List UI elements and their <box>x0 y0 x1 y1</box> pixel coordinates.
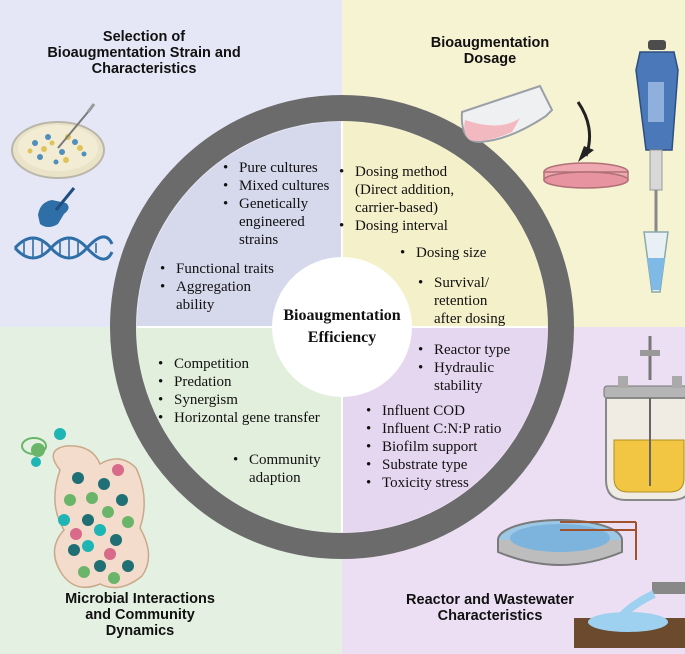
list-item: Genetically engineered strains <box>223 195 343 249</box>
outer-ring <box>110 95 574 559</box>
list-item: Dosing size <box>400 244 520 262</box>
microbes-cluster-icon <box>21 428 150 589</box>
community-adaption-list: Community adaption <box>233 451 343 487</box>
list-item: Aggregation ability <box>160 278 310 314</box>
microbial-interactions-title: Microbial Interactions and Community Dyn… <box>65 591 215 639</box>
bioreactor-icon <box>603 336 685 501</box>
reactor-type-list: Reactor typeHydraulic stability <box>418 341 558 395</box>
list-item: Influent COD <box>366 402 541 420</box>
flask-icon <box>460 84 594 162</box>
dna-icon <box>13 235 114 261</box>
wastewater-list: Influent CODInfluent C:N:P ratioBiofilm … <box>366 402 541 492</box>
list-item: Pure cultures <box>223 159 343 177</box>
list-item: Synergism <box>158 391 358 409</box>
list-item: Dosing method (Direct addition, carrier-… <box>339 163 514 217</box>
center-title: Bioaugmentation Efficiency <box>270 305 414 349</box>
list-item: Substrate type <box>366 456 541 474</box>
list-item: Dosing interval <box>339 217 514 235</box>
dosing-method-list: Dosing method (Direct addition, carrier-… <box>339 163 514 235</box>
list-item: Influent C:N:P ratio <box>366 420 541 438</box>
center-title-text: Bioaugmentation Efficiency <box>283 307 401 346</box>
list-item: Horizontal gene transfer <box>158 409 358 427</box>
outfall-pipe-icon <box>574 582 685 648</box>
interaction-list: CompetitionPredationSynergismHorizontal … <box>158 355 358 427</box>
list-item: Competition <box>158 355 358 373</box>
dosing-size-list: Dosing size <box>400 244 520 262</box>
list-item: Survival/ retention after dosing <box>418 274 528 328</box>
petri-dish-icon <box>11 103 105 179</box>
strain-trait-list: Functional traitsAggregation ability <box>160 260 310 314</box>
reactor-wastewater-title: Reactor and Wastewater Characteristics <box>406 592 574 624</box>
list-item: Predation <box>158 373 358 391</box>
list-item: Functional traits <box>160 260 310 278</box>
strain-selection-title: Selection of Bioaugmentation Strain and … <box>47 29 241 77</box>
pipette-icon <box>635 40 679 293</box>
strain-type-list: Pure culturesMixed culturesGenetically e… <box>223 159 343 249</box>
list-item: Hydraulic stability <box>418 359 558 395</box>
list-item: Mixed cultures <box>223 177 343 195</box>
dosage-title: Bioaugmentation Dosage <box>430 35 550 67</box>
survival-list: Survival/ retention after dosing <box>418 274 528 328</box>
list-item: Toxicity stress <box>366 474 541 492</box>
list-item: Biofilm support <box>366 438 541 456</box>
clarifier-tank-icon <box>497 519 637 566</box>
hand-pen-icon <box>38 187 76 227</box>
list-item: Community adaption <box>233 451 343 487</box>
list-item: Reactor type <box>418 341 558 359</box>
petri-dish-small-icon <box>543 162 629 189</box>
